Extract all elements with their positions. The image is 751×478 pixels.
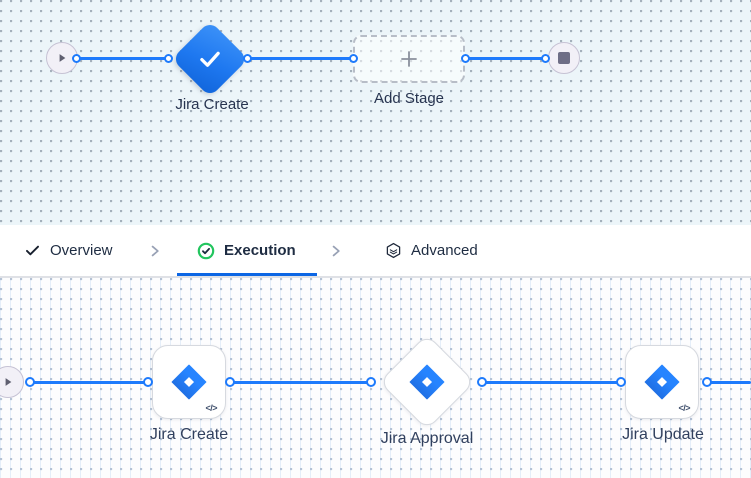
edge <box>230 381 371 384</box>
connector-port[interactable] <box>225 377 235 387</box>
chevron-right-icon <box>147 225 163 276</box>
check-icon <box>24 242 41 259</box>
edge <box>77 57 169 60</box>
step-node-label: Jira Approval <box>380 430 474 447</box>
add-stage-label: Add Stage <box>373 90 445 107</box>
tab-overview[interactable]: Overview <box>24 225 113 276</box>
code-icon: </> <box>678 403 690 413</box>
tab-execution[interactable]: Execution <box>197 225 296 276</box>
stage-node-label: Jira Create <box>175 96 249 113</box>
play-icon <box>0 374 16 390</box>
tab-advanced[interactable]: Advanced <box>385 225 478 276</box>
connector-port[interactable] <box>366 377 376 387</box>
tab-label: Advanced <box>411 242 478 259</box>
connector-port[interactable] <box>164 54 173 63</box>
jira-icon <box>171 364 207 400</box>
check-icon <box>195 44 225 74</box>
edge <box>482 381 621 384</box>
hexagon-icon <box>385 242 402 259</box>
add-stage-button[interactable] <box>353 35 465 83</box>
tab-label: Overview <box>50 242 113 259</box>
connector-port[interactable] <box>243 54 252 63</box>
step-node-jira-create[interactable]: </> <box>152 345 226 419</box>
stop-icon <box>558 52 570 64</box>
edge <box>30 381 148 384</box>
top-pipeline-canvas[interactable]: Jira Create Add Stage <box>0 0 751 225</box>
active-tab-underline <box>177 273 317 276</box>
step-node-jira-approval[interactable] <box>378 333 476 431</box>
jira-icon <box>644 364 680 400</box>
connector-port[interactable] <box>461 54 470 63</box>
pipeline-start-button[interactable] <box>0 366 24 398</box>
stage-node-jira-create[interactable] <box>171 20 249 98</box>
chevron-right-icon <box>328 225 344 276</box>
step-node-label: Jira Update <box>622 426 704 443</box>
step-node-label: Jira Create <box>149 426 229 443</box>
edge <box>466 57 546 60</box>
connector-port[interactable] <box>477 377 487 387</box>
play-icon <box>54 50 70 66</box>
connector-port[interactable] <box>143 377 153 387</box>
connector-port[interactable] <box>25 377 35 387</box>
edge <box>707 381 751 384</box>
execution-pipeline-canvas[interactable]: </> Jira Create Jira Approval </> Jira U… <box>0 278 751 478</box>
connector-port[interactable] <box>541 54 550 63</box>
pipeline-end-button[interactable] <box>548 42 580 74</box>
connector-port[interactable] <box>616 377 626 387</box>
connector-port[interactable] <box>349 54 358 63</box>
jira-icon <box>409 364 445 400</box>
tab-label: Execution <box>224 242 296 259</box>
code-icon: </> <box>205 403 217 413</box>
check-circle-icon <box>197 242 215 260</box>
edge <box>248 57 354 60</box>
step-node-jira-update[interactable]: </> <box>625 345 699 419</box>
connector-port[interactable] <box>702 377 712 387</box>
wizard-tab-bar: Overview Execution Advanced <box>0 225 751 278</box>
plus-icon <box>398 48 420 70</box>
connector-port[interactable] <box>72 54 81 63</box>
